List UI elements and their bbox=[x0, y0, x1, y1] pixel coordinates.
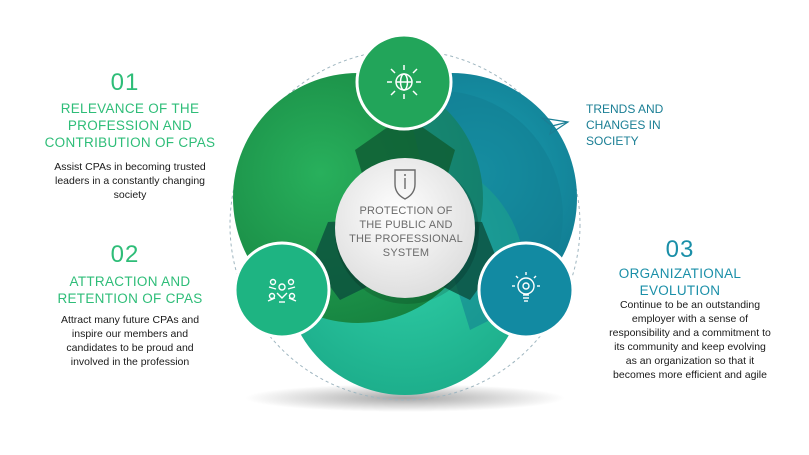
item2-number: 02 bbox=[110, 241, 140, 268]
item3-desc-line6: becomes more efficient and agile bbox=[613, 369, 767, 381]
paper-plane-icon bbox=[539, 117, 570, 136]
item1-number: 01 bbox=[110, 69, 140, 96]
item2-desc-line1: Attract many future CPAs and bbox=[60, 314, 200, 326]
trends-label: TRENDS AND CHANGES IN SOCIETY bbox=[586, 101, 696, 149]
trends-line3: SOCIETY bbox=[586, 134, 639, 148]
trends-line1: TRENDS AND bbox=[586, 102, 664, 116]
item3-title-line2: EVOLUTION bbox=[639, 283, 721, 298]
center-label: PROTECTION OF THE PUBLIC AND THE PROFESS… bbox=[338, 204, 474, 260]
node-right bbox=[477, 241, 575, 339]
item2-title-line2: RETENTION OF CPAS bbox=[57, 291, 203, 306]
item1-title-line2: PROFESSION AND bbox=[67, 118, 193, 133]
item3-desc-line1: Continue to be an outstanding bbox=[619, 299, 761, 311]
item3-description: Continue to be an outstanding employer w… bbox=[590, 298, 790, 382]
item2-title: ATTRACTION AND RETENTION OF CPAS bbox=[30, 273, 230, 307]
item1-title-line1: RELEVANCE OF THE bbox=[60, 101, 200, 116]
trends-line2: CHANGES IN bbox=[586, 118, 661, 132]
item1-desc-line3: society bbox=[113, 189, 147, 201]
ground-shadow bbox=[245, 384, 565, 412]
item3-desc-line3: responsibility and a commitment to bbox=[609, 327, 771, 339]
globe-network-icon bbox=[387, 65, 421, 99]
item3-desc-line4: its community and keep evolving bbox=[614, 341, 766, 353]
item3-title: ORGANIZATIONAL EVOLUTION bbox=[590, 265, 770, 299]
item3-number: 03 bbox=[665, 236, 695, 263]
item2-description: Attract many future CPAs and inspire our… bbox=[30, 313, 230, 369]
item2-title-line1: ATTRACTION AND bbox=[69, 274, 191, 289]
item2-desc-line3: candidates to be proud and bbox=[66, 342, 194, 354]
people-team-icon bbox=[267, 278, 297, 303]
item2-desc-line4: involved in the profession bbox=[70, 356, 190, 368]
item1-desc-line1: Assist CPAs in becoming trusted bbox=[54, 161, 206, 173]
center-line3: THE PROFESSIONAL bbox=[349, 233, 463, 245]
item2-desc-line2: inspire our members and bbox=[71, 328, 189, 340]
shield-icon bbox=[394, 169, 416, 200]
center-line1: PROTECTION OF bbox=[359, 205, 453, 217]
item1-description: Assist CPAs in becoming trusted leaders … bbox=[30, 160, 230, 202]
center-line4: SYSTEM bbox=[382, 247, 430, 259]
center-line2: THE PUBLIC AND bbox=[359, 219, 453, 231]
item1-desc-line2: leaders in a constantly changing bbox=[54, 175, 205, 187]
item1-title: RELEVANCE OF THE PROFESSION AND CONTRIBU… bbox=[30, 100, 230, 151]
lightbulb-gear-icon bbox=[512, 272, 540, 302]
item3-desc-line5: as an organization so that it bbox=[625, 355, 755, 367]
center-circle bbox=[335, 158, 475, 298]
item3-title-line1: ORGANIZATIONAL bbox=[618, 266, 742, 281]
item1-title-line3: CONTRIBUTION OF CPAS bbox=[44, 135, 216, 150]
item3-desc-line2: employer with a sense of bbox=[631, 313, 749, 325]
